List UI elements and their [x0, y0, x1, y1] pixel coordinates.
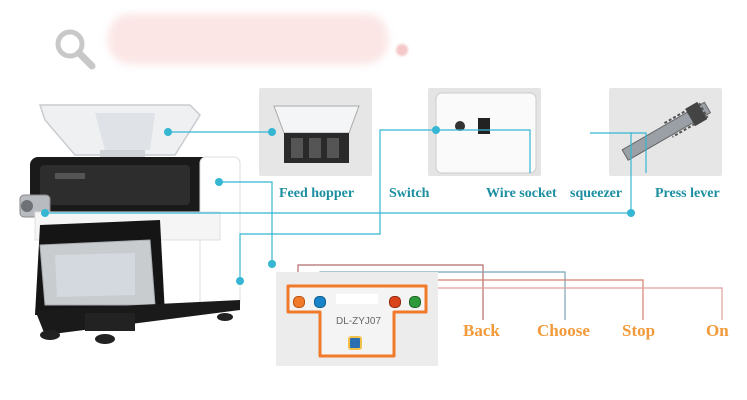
label-feed-hopper: Feed hopper: [279, 186, 355, 201]
panel-emblem-icon: [348, 336, 362, 350]
panel-model: DL-ZYJ07: [336, 316, 382, 327]
label-squeezer: squeezer: [570, 186, 623, 201]
back-button-dot[interactable]: [293, 296, 305, 308]
choose-button-dot[interactable]: [314, 296, 326, 308]
label-on: On: [706, 321, 729, 340]
oil-press-machine: [15, 95, 260, 355]
label-stop: Stop: [622, 321, 656, 340]
label-back: Back: [463, 321, 500, 340]
label-choose: Choose: [537, 321, 590, 340]
label-wire-socket: Wire socket: [486, 186, 557, 201]
control-panel: DL-ZYJ07: [276, 272, 438, 366]
switch-photo: [428, 88, 541, 176]
label-switch: Switch: [389, 186, 430, 201]
feed-hopper-photo: [259, 88, 372, 176]
squeezer-photo: [609, 88, 722, 176]
label-press-lever: Press lever: [655, 186, 720, 201]
stop-button-dot[interactable]: [389, 296, 401, 308]
on-button-dot[interactable]: [409, 296, 421, 308]
search-icon: [52, 26, 98, 72]
blurred-watermark: [108, 14, 388, 64]
watermark-dot: [396, 44, 408, 56]
